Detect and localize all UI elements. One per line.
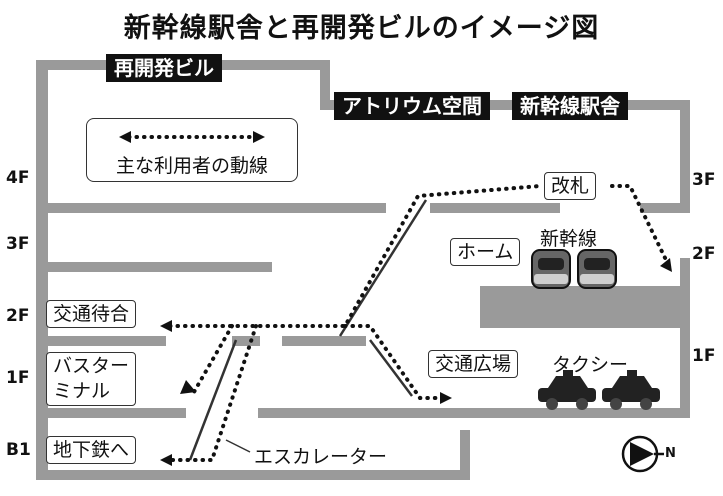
flow-line-2f-to-1f-plaza bbox=[343, 324, 444, 400]
slab-3f bbox=[36, 262, 272, 272]
shinkansen-station-tag: 新幹線駅舎 bbox=[512, 92, 628, 120]
arrow-to-bus bbox=[180, 380, 196, 394]
wall-step bbox=[320, 60, 330, 110]
to-subway-label: 地下鉄へ bbox=[46, 436, 137, 464]
floor-b1-base bbox=[36, 470, 466, 480]
slab-2f bbox=[36, 336, 166, 346]
floor-label-b1: B1 bbox=[6, 440, 31, 460]
ticket-gate-label: 改札 bbox=[544, 172, 597, 200]
taxi-label: タクシー bbox=[552, 354, 629, 376]
platform-label: ホーム bbox=[450, 238, 521, 266]
arrow-to-plaza bbox=[440, 392, 452, 404]
shinkansen-cars bbox=[531, 249, 617, 289]
slab-station-3f bbox=[430, 203, 560, 213]
floor-label-3f: 3F bbox=[6, 234, 30, 254]
redevelopment-building-tag: 再開発ビル bbox=[106, 54, 222, 82]
legend-label: 主な利用者の動線 bbox=[115, 155, 268, 177]
wall-right-lower bbox=[680, 258, 690, 408]
slab-4f bbox=[36, 203, 386, 213]
shinkansen-label: 新幹線 bbox=[540, 228, 598, 250]
slab-1f-right bbox=[258, 408, 468, 418]
arrow-to-waiting bbox=[160, 320, 172, 332]
ground-base bbox=[460, 408, 690, 418]
arrow-to-subway bbox=[160, 454, 172, 466]
escalator-leader bbox=[225, 439, 251, 453]
taxis bbox=[538, 370, 660, 410]
compass-n-label: N bbox=[665, 446, 676, 461]
traffic-plaza-label: 交通広場 bbox=[428, 350, 519, 378]
escalator-label: エスカレーター bbox=[254, 446, 388, 468]
flow-line-gate-to-platform bbox=[610, 184, 670, 266]
b1-step bbox=[460, 430, 470, 480]
flow-line-main bbox=[168, 184, 542, 328]
roof-atrium bbox=[320, 100, 688, 110]
flow-line-2f-to-bus bbox=[192, 324, 234, 394]
page-title: 新幹線駅舎と再開発ビルのイメージ図 bbox=[123, 13, 600, 44]
escalator-line-2f-down bbox=[369, 339, 413, 397]
legend-arrow-icon bbox=[119, 131, 265, 143]
slab-2f-mid1 bbox=[232, 336, 260, 346]
floor-label-4f: 4F bbox=[6, 168, 30, 188]
bus-terminal-label-line2: ミナル bbox=[53, 380, 111, 402]
floor-label-right-1f: 1F bbox=[692, 346, 716, 366]
wall-right bbox=[680, 100, 690, 208]
bus-terminal-label-line1: バスター bbox=[53, 355, 130, 377]
floor-label-2f: 2F bbox=[6, 306, 30, 326]
arrow-to-platform bbox=[660, 258, 672, 272]
platform-block bbox=[480, 286, 690, 328]
waiting-room-label: 交通待合 bbox=[46, 300, 137, 328]
floor-label-right-2f: 2F bbox=[692, 244, 716, 264]
slab-station-3f-right bbox=[640, 203, 690, 213]
atrium-space-tag: アトリウム空間 bbox=[334, 92, 490, 120]
escalator-line-2f-to-4f bbox=[338, 199, 428, 337]
floor-label-1f: 1F bbox=[6, 368, 30, 388]
floor-label-right-3f: 3F bbox=[692, 170, 716, 190]
bus-terminal-label: バスター ミナル bbox=[46, 352, 137, 406]
escalator-line-b1-to-2f bbox=[188, 339, 238, 461]
slab-2f-mid2 bbox=[282, 336, 366, 346]
compass-icon bbox=[621, 435, 664, 473]
legend-box: 主な利用者の動線 bbox=[86, 118, 298, 182]
slab-1f bbox=[36, 408, 186, 418]
flow-line-2f-to-subway bbox=[168, 324, 258, 462]
